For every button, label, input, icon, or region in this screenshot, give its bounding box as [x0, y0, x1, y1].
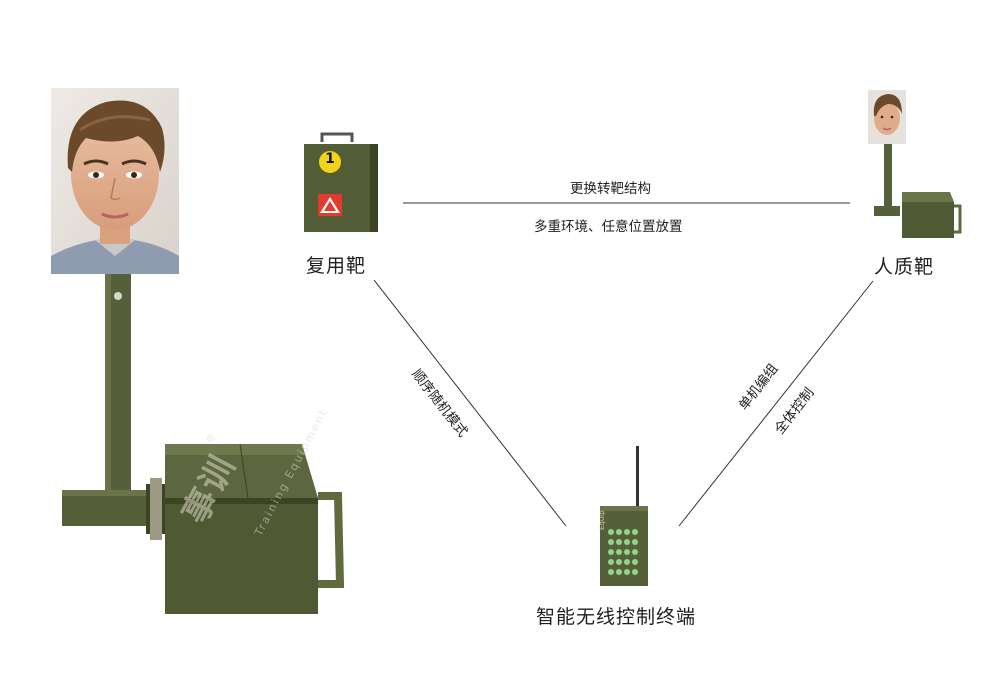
reuse-target-device — [304, 132, 378, 232]
large-target-device — [51, 88, 345, 614]
node-label-reuse-target: 复用靶 — [306, 255, 367, 277]
antenna-icon — [636, 446, 639, 508]
edge-label-top-below: 多重环境、任意位置放置 — [534, 219, 683, 235]
target-face-image — [51, 88, 179, 274]
controller-brand-print: Equip — [598, 510, 606, 530]
large-target-box — [165, 443, 345, 614]
edge-left-line — [373, 279, 567, 527]
reuse-badge-number: 1 — [325, 151, 335, 167]
edge-label-top-above: 更换转靶结构 — [570, 181, 651, 197]
node-label-hostage-target: 人质靶 — [874, 256, 935, 278]
hostage-target-device — [868, 90, 962, 238]
controller-device — [600, 446, 648, 586]
node-label-controller: 智能无线控制终端 — [536, 606, 697, 628]
edge-right-line — [678, 280, 874, 527]
reuse-badge — [319, 151, 341, 173]
